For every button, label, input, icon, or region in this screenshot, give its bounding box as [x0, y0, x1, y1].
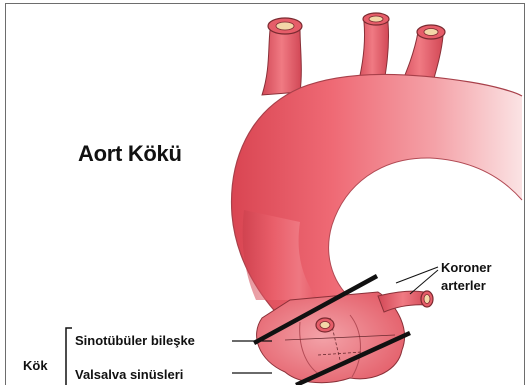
brachiocephalic-artery: [262, 18, 302, 95]
coronary-label-line-2: arterler: [441, 277, 492, 295]
coronary-label-line-1: Koroner: [441, 259, 492, 277]
right-coronary-ostium: [316, 318, 334, 332]
coronary-arteries-label: Koroner arterler: [441, 259, 492, 295]
root-bracket: [66, 328, 72, 385]
left-coronary-artery: [378, 291, 433, 312]
diagram-title: Aort Kökü: [78, 141, 182, 167]
sinotubular-junction-label: Sinotübüler bileşke: [75, 333, 195, 348]
valsalva-sinuses-label: Valsalva sinüsleri: [75, 367, 183, 382]
root-label: Kök: [23, 358, 48, 373]
coronary-leader-2: [410, 270, 438, 294]
